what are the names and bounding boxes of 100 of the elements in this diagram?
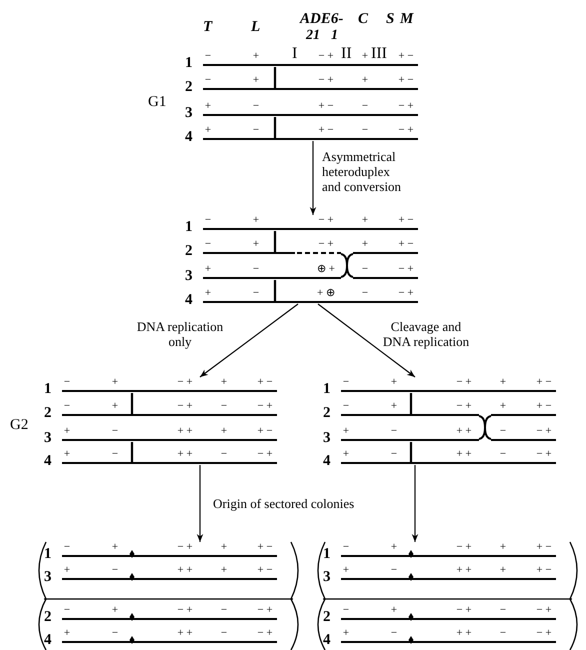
allele-sign: + [342, 426, 350, 437]
centromere-link [274, 280, 276, 288]
allele-sign: − [64, 377, 70, 388]
allele-sign: + + [177, 565, 193, 576]
strand-number: 1 [185, 56, 192, 71]
allele-sign: − + [456, 542, 472, 553]
chromatid-strand [44, 605, 277, 621]
allele-sign: − + [398, 288, 414, 299]
allele-sign: + [112, 377, 118, 388]
gene-label: 1 [331, 29, 338, 43]
chromatid-strand [323, 628, 556, 644]
allele-sign: − [112, 565, 118, 576]
gene-label: L [251, 20, 260, 35]
allele-sign: + + [177, 628, 193, 639]
phase-label: G1 [148, 95, 166, 110]
allele-sign: + [252, 239, 260, 250]
allele-sign: + [362, 51, 368, 62]
allele-sign: + [500, 401, 506, 412]
centromere-link [410, 393, 412, 401]
allele-sign: + − [536, 565, 552, 576]
allele-sign: + [342, 449, 350, 460]
allele-sign: + − [318, 125, 334, 136]
allele-sign: + + [177, 449, 193, 460]
strand-number: 1 [44, 547, 52, 562]
allele-sign: + [390, 605, 398, 616]
allele-sign: + [64, 426, 70, 437]
allele-sign: + [220, 377, 228, 388]
allele-sign: − [390, 449, 398, 460]
allele-sign: − + [536, 605, 552, 616]
allele-sign: + [112, 401, 118, 412]
allele-sign: + − [536, 542, 552, 553]
allele-sign: − [342, 542, 350, 553]
allele-sign: + − [257, 542, 273, 553]
arrow [318, 304, 416, 378]
strand-number: 3 [44, 570, 52, 585]
chromatid-strand [44, 542, 277, 558]
strand-number: 2 [323, 406, 330, 421]
allele-sign: + + [456, 565, 472, 576]
allele-sign: + [500, 565, 506, 576]
edge-label: Asymmetrical heteroduplex and conversion [322, 150, 402, 195]
allele-sign: − [204, 239, 212, 250]
allele-sign: + [362, 215, 368, 226]
strand-number: 4 [185, 293, 192, 308]
allele-sign: + − [398, 239, 414, 250]
strand-number: 3 [323, 570, 330, 585]
allele-sign: − + [318, 75, 334, 86]
allele-sign: − [342, 401, 350, 412]
gene-label: C [358, 12, 368, 27]
allele-sign: − [220, 605, 228, 616]
allele-sign: − + [257, 605, 273, 616]
arrow [412, 465, 418, 542]
chromatid-strand [44, 377, 277, 393]
allele-sign: − + [257, 401, 273, 412]
allele-sign: + [390, 377, 398, 388]
allele-sign: + [342, 628, 350, 639]
allele-sign: + − [257, 426, 273, 437]
allele-sign: + − [398, 51, 414, 62]
centromere-link [130, 393, 134, 401]
allele-sign: − [252, 264, 260, 275]
allele-sign: − + [257, 628, 273, 639]
strand-number: 2 [44, 406, 52, 421]
allele-sign: + [112, 605, 118, 616]
allele-sign: + [204, 264, 212, 275]
chromatid-strand [185, 215, 418, 231]
allele-sign: + [220, 542, 228, 553]
centromere-link [274, 117, 276, 125]
allele-sign: − + [177, 377, 193, 388]
allele-sign: + [64, 565, 70, 576]
strand-number: 4 [44, 633, 52, 648]
allele-sign: + [220, 565, 228, 576]
allele-sign: + [64, 449, 70, 460]
allele-sign: − [204, 215, 212, 226]
allele-sign: − [252, 101, 260, 112]
strand-number: 1 [323, 547, 330, 562]
allele-sign: − [204, 75, 212, 86]
chromatid-strand [323, 542, 556, 558]
strand-number: 1 [185, 220, 192, 235]
allele-sign: + [64, 628, 70, 639]
allele-sign: + ⊕ [317, 288, 335, 299]
strand-number: 3 [44, 431, 52, 446]
edge-label: Cleavage and DNA replication [382, 320, 470, 350]
allele-sign: + [204, 101, 212, 112]
allele-sign: − [362, 288, 368, 299]
centromere-link [274, 67, 276, 75]
strand-number: 4 [323, 633, 330, 648]
strand-number: 2 [185, 244, 192, 259]
gene-label: S [386, 12, 394, 27]
allele-sign: − [252, 288, 260, 299]
allele-sign: − [220, 401, 228, 412]
strand-number: 4 [323, 454, 330, 469]
allele-sign: − + [177, 542, 193, 553]
chromatid-strand [44, 426, 277, 442]
allele-sign: − [390, 628, 398, 639]
allele-sign: + [390, 542, 398, 553]
allele-sign: − + [257, 449, 273, 460]
strand-number: 2 [185, 80, 192, 95]
strand-number: 4 [185, 130, 192, 145]
allele-sign: − + [318, 239, 334, 250]
allele-sign: − + [536, 426, 552, 437]
allele-sign: + [220, 426, 228, 437]
